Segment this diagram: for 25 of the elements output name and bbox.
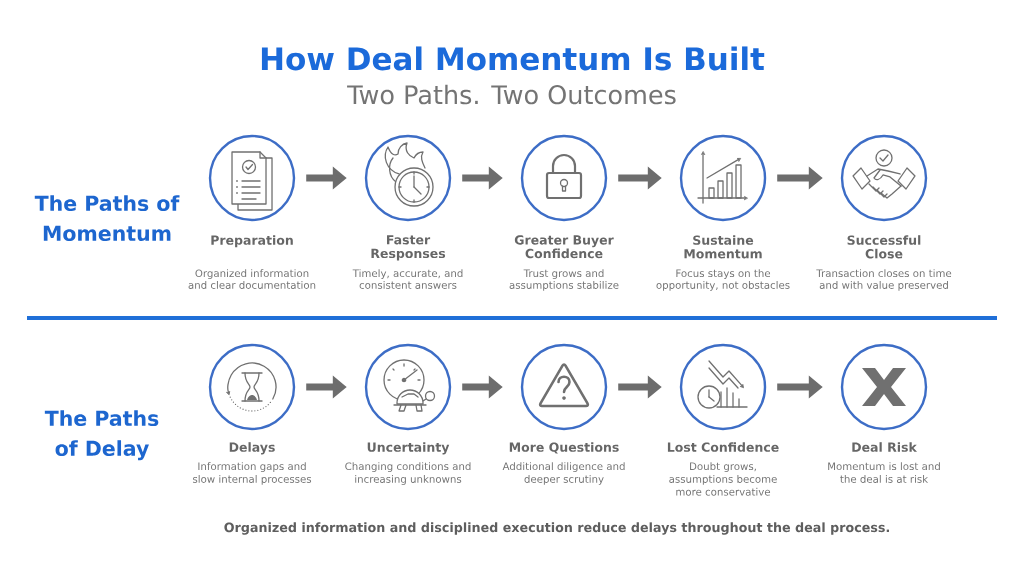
step-title: Greater Buyer Confidence [514,235,614,259]
step-description: Information gaps and slow internal processes [193,462,312,485]
caption: Organized information and disciplined execution reduce delays throughout the deal process. [224,522,889,535]
step-description: Changing conditions and increasing unknowns [345,462,471,485]
step-description: Additional diligence and deeper scrutiny [502,462,625,485]
step-title: Uncertainty [367,442,450,455]
step-description: Organized information and clear documentation [188,269,316,289]
step-title: Lost Confidence [667,442,779,452]
step-description: Focus stays on the opportunity, not obstacles [656,269,790,291]
step-description: Momentum is lost and the deal is at risk [828,462,940,483]
step-description: Timely, accurate, and consistent answers [352,269,463,289]
subtitle: Two Paths. Two Outcomes [347,84,676,105]
row-heading: The Paths of Momentum [34,195,180,242]
step-title: Faster Responses [371,235,446,261]
step-title: Sustaine Momentum [684,235,762,259]
step-description: Doubt grows, assumptions become more conservative [669,462,777,496]
step-title: Preparation [211,235,293,248]
step-title: More Questions [509,442,619,454]
step-description: Transaction closes on time and with value preserved [816,269,952,291]
title: How Deal Momentum Is Built [261,46,765,71]
step-title: Successful Close [847,235,921,259]
step-description: Trust grows and assumptions stabilize [509,269,619,291]
row-heading: The Paths of Delay [44,410,159,461]
step-title: Delays [229,442,275,455]
step-title: Deal Risk [852,442,918,452]
